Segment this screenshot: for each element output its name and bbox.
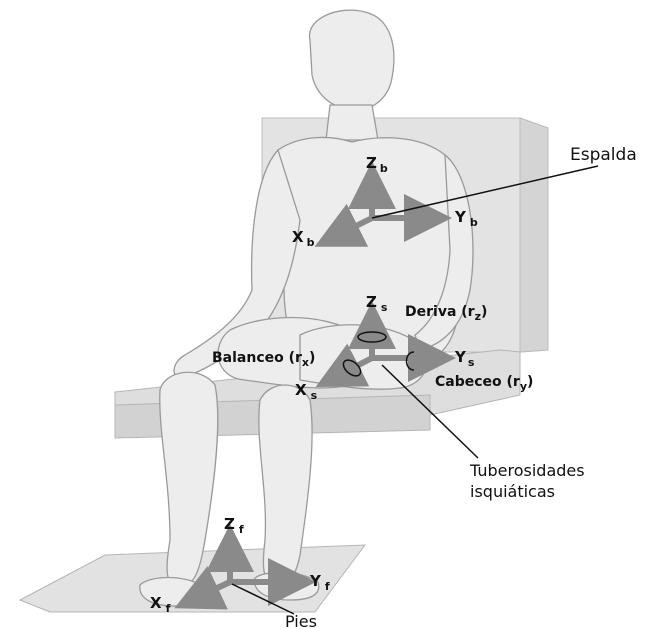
seat-y-sub: s (468, 356, 475, 369)
svg-text:Zf: Zf (224, 515, 244, 536)
feet-z-label: Z (224, 515, 235, 533)
tuberosidades-label-line1: Tuberosidades (469, 461, 585, 480)
feet-y-sub: f (325, 580, 330, 593)
feet-x-label: X (150, 594, 162, 612)
seat-z-label: Z (366, 293, 377, 311)
back-z-label: Z (366, 154, 377, 172)
feet-y-label: Y (309, 572, 322, 590)
chair-backrest-side (520, 118, 548, 352)
pies-label: Pies (285, 612, 317, 629)
back-x-sub: b (307, 236, 315, 249)
feet-x-sub: f (166, 602, 171, 615)
feet-z-sub: f (239, 523, 244, 536)
espalda-label: Espalda (570, 145, 637, 165)
seat-x-sub: s (311, 389, 318, 402)
seat-y-label: Y (454, 348, 467, 366)
tuberosidades-label-line2: isquiáticas (470, 482, 555, 501)
back-z-sub: b (380, 162, 388, 175)
seat-z-sub: s (381, 301, 388, 314)
back-y-label: Y (454, 208, 467, 226)
back-x-label: X (292, 228, 304, 246)
back-y-sub: b (470, 216, 478, 229)
seat-x-label: X (295, 381, 307, 399)
